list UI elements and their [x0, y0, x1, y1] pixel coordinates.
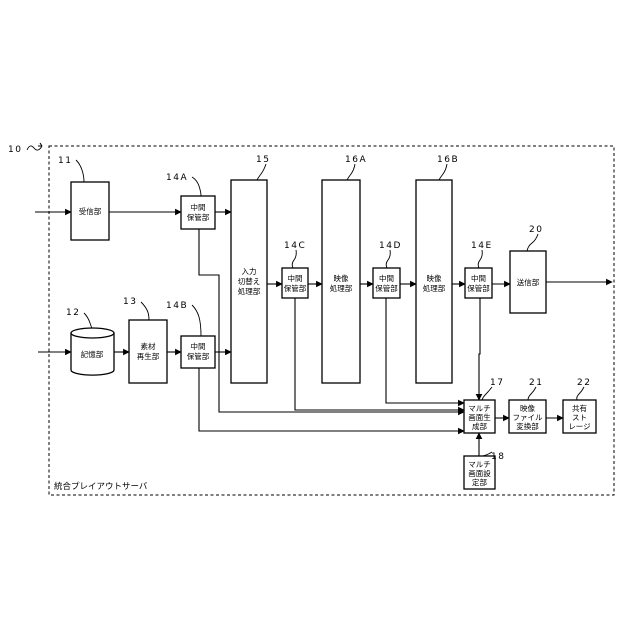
svg-text:素材: 素材	[141, 341, 156, 351]
svg-text:マルチ: マルチ	[468, 404, 491, 413]
ref-12: 12	[66, 308, 80, 318]
svg-text:変換部: 変換部	[516, 421, 539, 431]
svg-text:受信部: 受信部	[79, 206, 102, 216]
leader-16A	[347, 164, 355, 180]
block-transmitter: 送信部	[510, 251, 546, 313]
ref-20: 20	[529, 225, 543, 235]
leader-14D	[386, 250, 390, 268]
svg-text:中間: 中間	[191, 202, 206, 212]
svg-text:中間: 中間	[191, 341, 206, 351]
ref-17: 17	[490, 378, 504, 388]
svg-text:切替え: 切替え	[238, 276, 261, 286]
system-ref-arrow	[38, 143, 42, 146]
leader-15	[257, 164, 266, 180]
svg-text:保管部: 保管部	[467, 283, 490, 293]
ref-14C: 14C	[284, 241, 306, 251]
block-intermediate-storage-14C: 中間 保管部	[282, 268, 308, 298]
svg-text:定部: 定部	[472, 477, 487, 487]
block-input-switch-processor: 入力 切替え 処理部	[231, 180, 267, 383]
svg-text:処理部: 処理部	[238, 286, 261, 296]
svg-text:中間: 中間	[471, 273, 486, 283]
leader-14C	[292, 250, 296, 268]
block-intermediate-storage-14B: 中間 保管部	[181, 336, 215, 368]
svg-text:ファイル: ファイル	[513, 413, 543, 422]
leader-12	[84, 313, 92, 328]
svg-text:共有: 共有	[572, 403, 587, 413]
svg-text:レージ: レージ	[568, 422, 591, 431]
ref-18: 18	[491, 452, 505, 462]
leader-16B	[439, 164, 447, 180]
svg-text:成部: 成部	[472, 421, 487, 431]
svg-text:処理部: 処理部	[423, 283, 446, 293]
leader-22	[577, 387, 584, 400]
svg-text:処理部: 処理部	[330, 283, 353, 293]
block-intermediate-storage-14A: 中間 保管部	[181, 196, 215, 229]
svg-text:送信部: 送信部	[517, 277, 540, 287]
leader-21	[528, 387, 536, 400]
svg-text:映像: 映像	[334, 273, 349, 283]
svg-text:画面生: 画面生	[468, 412, 491, 422]
svg-text:再生部: 再生部	[137, 351, 160, 361]
svg-text:マルチ: マルチ	[468, 460, 491, 469]
ref-13: 13	[123, 297, 137, 307]
block-multi-screen-generator: マルチ 画面生 成部	[464, 400, 495, 433]
leader-14A	[192, 177, 201, 196]
leader-11	[76, 160, 84, 182]
ref-14E: 14E	[471, 241, 493, 251]
svg-text:映像: 映像	[520, 403, 535, 413]
system-ref: 10	[8, 145, 22, 155]
leader-20	[527, 234, 538, 251]
system-label: 統合プレイアウトサーバ	[54, 481, 148, 492]
leader-13	[141, 302, 149, 320]
svg-text:中間: 中間	[288, 273, 303, 283]
block-video-file-converter: 映像 ファイル 変換部	[509, 400, 546, 433]
ref-22: 22	[577, 378, 591, 388]
ref-14B: 14B	[166, 301, 188, 311]
leader-14B	[192, 305, 201, 336]
svg-text:中間: 中間	[379, 273, 394, 283]
block-video-processor-16A: 映像 処理部	[322, 180, 360, 383]
ref-15: 15	[256, 155, 270, 165]
block-video-processor-16B: 映像 処理部	[416, 180, 452, 383]
block-shared-storage: 共有 スト レージ	[563, 400, 596, 433]
block-storage: 記憶部	[71, 328, 114, 375]
svg-text:保管部: 保管部	[284, 283, 307, 293]
ref-16A: 16A	[345, 155, 367, 165]
svg-text:保管部: 保管部	[187, 212, 210, 222]
svg-text:保管部: 保管部	[187, 351, 210, 361]
svg-text:映像: 映像	[427, 273, 442, 283]
ref-11: 11	[58, 156, 72, 166]
block-intermediate-storage-14D: 中間 保管部	[373, 268, 400, 298]
ref-21: 21	[529, 378, 543, 388]
link-14E-17	[479, 298, 480, 400]
block-intermediate-storage-14E: 中間 保管部	[465, 268, 492, 298]
svg-text:記憶部: 記憶部	[81, 349, 104, 359]
svg-text:保管部: 保管部	[375, 283, 398, 293]
svg-text:画面設: 画面設	[468, 468, 491, 478]
ref-14D: 14D	[379, 241, 402, 251]
svg-text:入力: 入力	[242, 266, 257, 276]
leader-14E	[478, 250, 482, 268]
ref-14A: 14A	[166, 173, 188, 183]
ref-16B: 16B	[437, 155, 459, 165]
svg-text:スト: スト	[572, 413, 587, 422]
leader-17	[482, 387, 492, 400]
block-material-playback: 素材 再生部	[129, 320, 167, 383]
block-receiver: 受信部	[71, 182, 109, 240]
